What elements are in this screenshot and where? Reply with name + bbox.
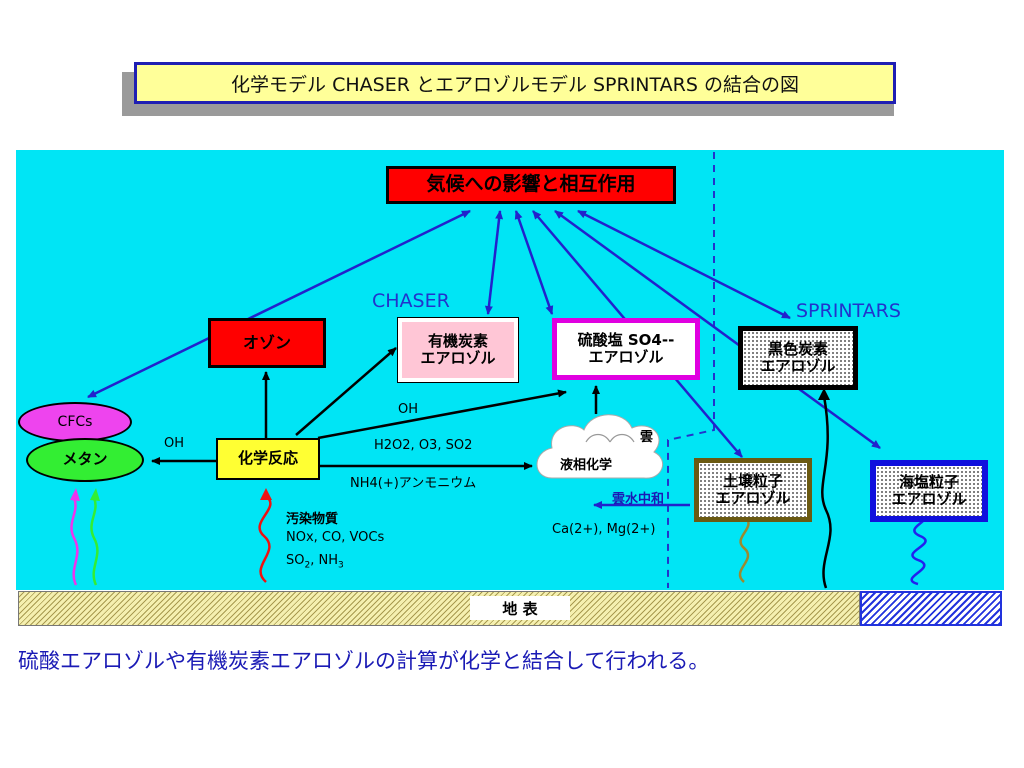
blackcarbon-emission-wave [821, 395, 832, 589]
cfc-emission-wave [70, 497, 79, 586]
nh3-text: , NH [310, 553, 338, 568]
sulfate-aerosol-box: 硫酸塩 SO4-- エアロゾル [552, 318, 700, 380]
chemical-reaction-box: 化学反応 [216, 438, 320, 480]
slide-title: 化学モデル CHASER とエアロゾルモデル SPRINTARS の結合の図 [134, 62, 896, 104]
pollutants-list: NOx, CO, VOCs [286, 530, 385, 545]
cloud-shape [536, 414, 664, 479]
so2-nh3-label: SO2, NH3 [286, 553, 344, 571]
ammonium-label: NH4(+)アンモニウム [350, 476, 477, 491]
soil-dust-aerosol-box: 土壌粒子 エアロゾル [694, 458, 812, 522]
arrow-climate-organic [484, 210, 504, 315]
so2-subscript: 2 [304, 560, 311, 571]
methane-emission-wave [90, 497, 99, 586]
dust-emission-wave [738, 517, 750, 583]
cfcs-ellipse: CFCs [18, 402, 132, 442]
sprintars-model-label: SPRINTARS [796, 300, 901, 322]
organic-carbon-aerosol-box: 有機炭素 エアロゾル [397, 317, 519, 383]
cations-label: Ca(2+), Mg(2+) [552, 522, 656, 537]
pollutants-title: 汚染物質 [286, 512, 339, 527]
oh-left-label: OH [164, 436, 185, 451]
methane-ellipse: メタン [26, 438, 144, 482]
oh-upper-label: OH [398, 402, 419, 417]
aqueous-chemistry-label: 液相化学 [560, 458, 613, 473]
black-carbon-aerosol-box: 黒色炭素 エアロゾル [738, 326, 858, 390]
ground-label: 地 表 [470, 596, 570, 620]
cloud-detail [585, 433, 635, 443]
arrow-chem-organic [295, 347, 397, 436]
land-surface [18, 591, 860, 626]
slide-caption: 硫酸エアロゾルや有機炭素エアロゾルの計算が化学と結合して行われる。 [18, 649, 710, 673]
nh3-subscript: 3 [337, 560, 344, 571]
arrow-climate-blackcarbon [577, 209, 791, 320]
oxidants-label: H2O2, O3, SO2 [374, 438, 473, 453]
seasalt-emission-wave [910, 516, 927, 586]
climate-impact-box: 気候への影響と相互作用 [386, 166, 676, 204]
cloud-neutralization-label: 雲水中和 [612, 492, 665, 507]
sea-salt-aerosol-box: 海塩粒子 エアロゾル [870, 460, 988, 522]
cloud-label: 雲 [640, 430, 654, 445]
pollutant-emission-wave [258, 495, 272, 583]
arrow-climate-cfcs [87, 209, 471, 399]
so2-text: SO [286, 553, 305, 568]
sea-surface [860, 591, 1002, 626]
ozone-box: オゾン [208, 318, 326, 368]
arrow-chem-sulfate-oh [317, 389, 567, 440]
chaser-model-label: CHASER [372, 290, 450, 312]
